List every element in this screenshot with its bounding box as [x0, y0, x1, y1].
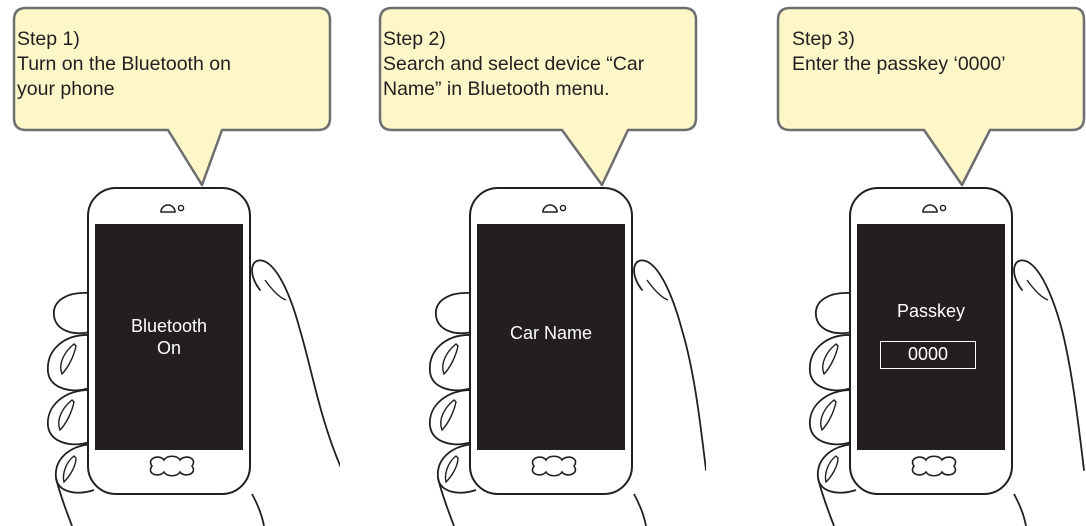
- earpiece-icon: [542, 204, 558, 213]
- finger-1: [53, 292, 91, 335]
- step-1-panel: Step 1) Turn on the Bluetooth on your ph…: [0, 0, 340, 526]
- thumb: [1013, 259, 1085, 471]
- step-1-line-2: your phone: [17, 78, 115, 100]
- step-2-label: Step 2): [383, 28, 446, 50]
- phone-screen: [857, 224, 1005, 450]
- camera-icon: [177, 204, 185, 212]
- bluetooth-state: On: [156, 338, 181, 358]
- step-3-label: Step 3): [792, 28, 855, 50]
- passkey-field: 0000: [880, 341, 976, 369]
- step-2-panel: Step 2) Search and select device “Car Na…: [366, 0, 706, 526]
- step-1-instructions: Step 1) Turn on the Bluetooth on your ph…: [17, 27, 317, 102]
- speech-bubble: [378, 6, 698, 187]
- step-1-screen-text: Bluetooth On: [95, 315, 243, 359]
- passkey-label: Passkey: [896, 301, 966, 321]
- home-button-icon: [531, 455, 577, 477]
- device-name-label: Car Name: [509, 323, 593, 343]
- step-1-label: Step 1): [17, 28, 80, 50]
- bluetooth-label: Bluetooth: [130, 316, 208, 336]
- step-1-line-1: Turn on the Bluetooth on: [17, 53, 231, 75]
- step-3-illustration: [776, 6, 1086, 526]
- home-button-icon: [911, 455, 957, 477]
- step-2-screen-text: Car Name: [477, 322, 625, 344]
- step-2-illustration: [378, 6, 706, 526]
- thumb: [633, 259, 706, 471]
- step-2-line-1: Search and select device “Car: [383, 53, 645, 75]
- finger-1: [815, 292, 853, 335]
- phone-screen: [477, 224, 625, 450]
- home-button-icon: [149, 455, 195, 477]
- step-2-instructions: Step 2) Search and select device “Car Na…: [383, 27, 683, 102]
- step-2-line-2: Name” in Bluetooth menu.: [383, 78, 610, 100]
- phone-screen: [95, 224, 243, 450]
- finger-1: [435, 292, 473, 335]
- earpiece-icon: [160, 204, 176, 213]
- speech-bubble: [776, 6, 1086, 187]
- camera-icon: [939, 204, 947, 212]
- thumb: [251, 259, 340, 468]
- step-3-panel: Step 3) Enter the passkey ‘0000’ Passkey…: [746, 0, 1086, 526]
- step-3-line-1: Enter the passkey ‘0000’: [792, 53, 1006, 75]
- step-3-screen-text: Passkey: [857, 300, 1005, 322]
- camera-icon: [559, 204, 567, 212]
- step-1-illustration: [12, 6, 340, 526]
- step-3-instructions: Step 3) Enter the passkey ‘0000’: [792, 27, 1086, 77]
- speech-bubble: [12, 6, 332, 187]
- earpiece-icon: [922, 204, 938, 213]
